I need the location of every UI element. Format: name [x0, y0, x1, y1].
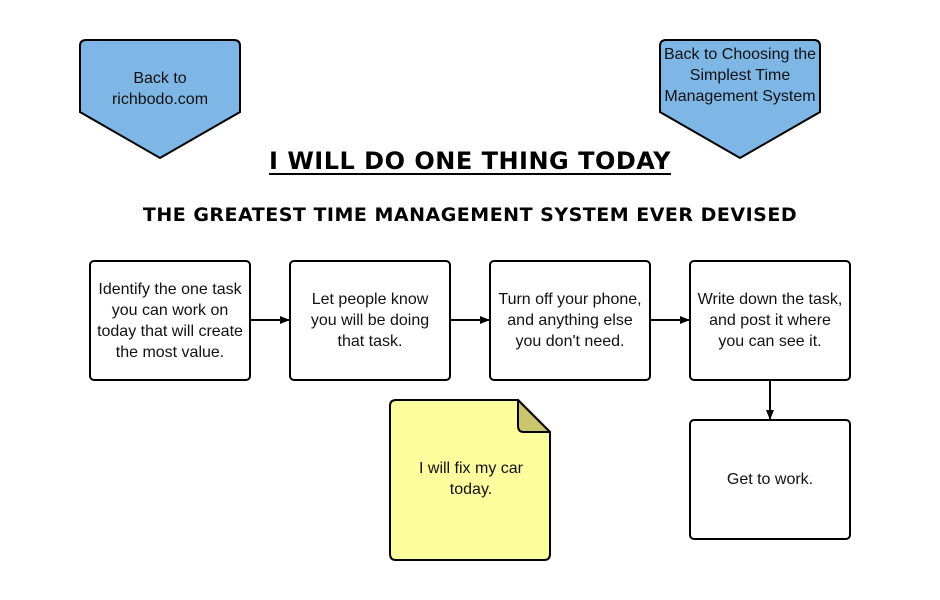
step-turn-off-phone: Turn off your phone, and anything else y… — [489, 260, 651, 381]
step-write-down-task: Write down the task, and post it where y… — [689, 260, 851, 381]
back-home-shape[interactable] — [79, 39, 241, 160]
step-identify-task: Identify the one task you can work on to… — [89, 260, 251, 381]
page-title: I WILL DO ONE THING TODAY — [0, 147, 940, 175]
page-subtitle: THE GREATEST TIME MANAGEMENT SYSTEM EVER… — [142, 204, 798, 226]
step-label: Let people know you will be doing that t… — [310, 291, 430, 350]
sticky-note-shape — [389, 399, 551, 561]
sticky-note-fold — [517, 399, 551, 433]
back-choosing-shape[interactable] — [659, 39, 821, 160]
step-label: Turn off your phone, and anything else y… — [498, 291, 642, 350]
step-label: Identify the one task you can work on to… — [97, 280, 243, 361]
step-label: Get to work. — [726, 471, 814, 488]
step-let-people-know: Let people know you will be doing that t… — [289, 260, 451, 381]
step-get-to-work: Get to work. — [689, 419, 851, 540]
step-label: Write down the task, and post it where y… — [697, 291, 843, 350]
page-title-text: I WILL DO ONE THING TODAY — [269, 147, 671, 175]
sticky-note-text: I will fix my car today. — [419, 460, 523, 498]
